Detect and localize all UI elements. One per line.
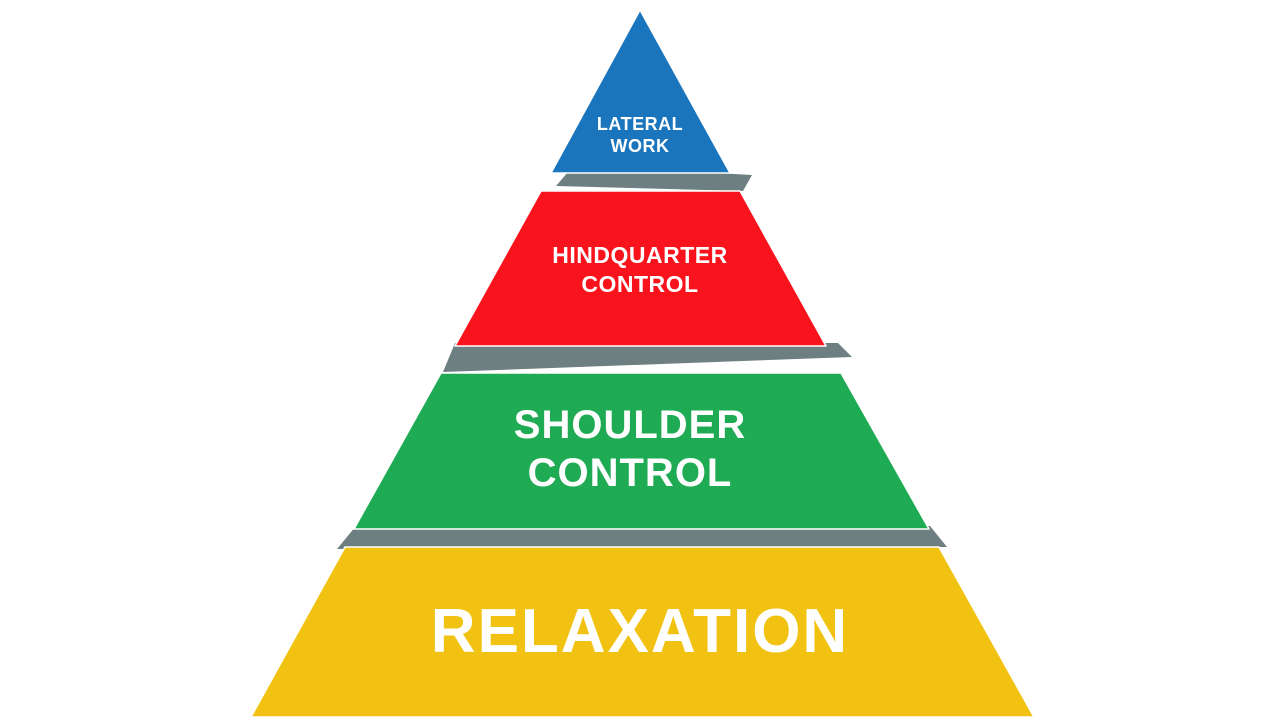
pyramid-level-shoulder-control — [353, 372, 930, 530]
pyramid-level-relaxation — [250, 546, 1035, 718]
shoulder-control-label-line1: SHOULDER — [514, 403, 746, 447]
lateral-work-label-line2: WORK — [611, 136, 670, 156]
pyramid-level-lateral-work — [550, 9, 731, 174]
hindquarter-control-label-line2: CONTROL — [581, 271, 698, 297]
shoulder-control-label-line2: CONTROL — [528, 451, 733, 495]
shadow-under-hindquarter-control — [443, 343, 852, 372]
pyramid-level-hindquarter-control — [454, 190, 827, 347]
shadow-under-shoulder-control — [337, 526, 947, 549]
hindquarter-control-label-line1: HINDQUARTER — [552, 242, 727, 268]
relaxation-label: RELAXATION — [431, 597, 849, 666]
lateral-work-label-line1: LATERAL — [597, 114, 683, 134]
